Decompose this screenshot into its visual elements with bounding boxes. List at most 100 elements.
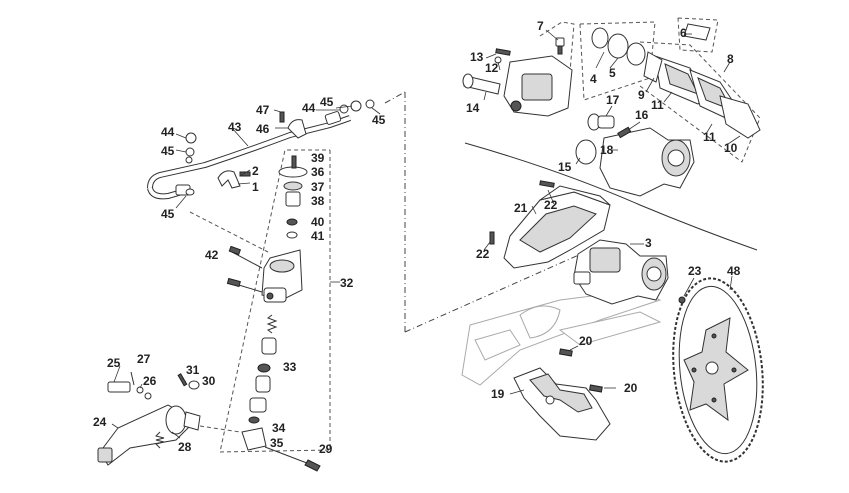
reservoir-body bbox=[285, 191, 301, 207]
part-number-32: 32 bbox=[340, 276, 354, 290]
part-number-18: 18 bbox=[600, 143, 614, 157]
part-number-4: 4 bbox=[590, 72, 597, 86]
shim bbox=[719, 95, 761, 139]
piston bbox=[255, 375, 271, 393]
part-number-12: 12 bbox=[485, 61, 499, 75]
washer-lower-b bbox=[185, 188, 195, 196]
group-32-box bbox=[219, 149, 331, 453]
part-number-29: 29 bbox=[319, 442, 333, 456]
hose-fitting-upper bbox=[324, 111, 342, 125]
cap-screw bbox=[291, 155, 297, 169]
part-number-36: 36 bbox=[311, 165, 325, 179]
part-number-22-upper: 22 bbox=[544, 198, 558, 212]
part-number-23: 23 bbox=[688, 264, 702, 278]
part-number-11-upper: 11 bbox=[651, 98, 664, 112]
brake-pedal-assembly bbox=[97, 365, 241, 466]
mount-bolt-upper bbox=[228, 245, 242, 256]
piston-seal-b bbox=[626, 42, 646, 66]
part-number-1: 1 bbox=[252, 180, 259, 194]
part-number-labels: 1 2 3 4 5 6 7 8 9 10 11 11 12 13 14 15 1… bbox=[93, 19, 741, 456]
secondary-cup bbox=[257, 363, 271, 373]
caliper-assembly bbox=[483, 180, 669, 305]
clip bbox=[188, 380, 200, 390]
disc-guard-plate bbox=[513, 367, 611, 441]
pad-pin bbox=[643, 51, 663, 83]
part-number-43: 43 bbox=[228, 120, 242, 134]
part-number-46: 46 bbox=[256, 122, 270, 136]
boot bbox=[249, 397, 267, 413]
part-number-30: 30 bbox=[202, 374, 216, 388]
caliper-kit-bracket-line bbox=[464, 142, 758, 251]
bracket-bolt-upper bbox=[539, 180, 555, 188]
washer bbox=[286, 231, 298, 239]
master-cylinder-group bbox=[219, 149, 340, 472]
pushrod-nut bbox=[248, 416, 260, 424]
pivot-bolt bbox=[107, 381, 131, 393]
part-number-10: 10 bbox=[724, 141, 738, 155]
part-number-34: 34 bbox=[272, 421, 286, 435]
bolt-lower-banjo bbox=[185, 132, 197, 144]
guard-bolt-upper bbox=[558, 348, 573, 357]
part-number-21: 21 bbox=[514, 201, 528, 215]
part-number-2: 2 bbox=[252, 164, 259, 178]
part-number-7: 7 bbox=[537, 19, 544, 33]
mount-bolt-lower bbox=[226, 277, 241, 288]
part-number-9: 9 bbox=[638, 88, 645, 102]
part-number-37: 37 bbox=[311, 180, 325, 194]
return-spring bbox=[155, 431, 165, 449]
piston-a bbox=[591, 27, 609, 49]
part-number-39: 39 bbox=[311, 151, 325, 165]
piston-spring bbox=[266, 314, 278, 334]
part-number-40: 40 bbox=[311, 215, 325, 229]
part-number-27: 27 bbox=[137, 352, 151, 366]
part-number-17: 17 bbox=[606, 93, 620, 107]
part-number-24: 24 bbox=[93, 415, 107, 429]
cap-diaphragm bbox=[283, 181, 303, 191]
part-number-3: 3 bbox=[645, 236, 652, 250]
spring-pin bbox=[177, 373, 188, 387]
part-number-6: 6 bbox=[680, 26, 687, 40]
part-number-41: 41 bbox=[311, 229, 325, 243]
caliper-kit bbox=[462, 17, 761, 197]
part-number-8: 8 bbox=[727, 52, 734, 66]
part-number-45-right-lower: 45 bbox=[372, 113, 386, 127]
brake-hose bbox=[147, 99, 381, 253]
part-number-20-upper: 20 bbox=[579, 334, 593, 348]
part-number-44-right: 44 bbox=[302, 101, 316, 115]
primary-cup bbox=[261, 337, 277, 355]
clamp-screw bbox=[239, 171, 251, 177]
spring-group-box bbox=[677, 17, 719, 53]
part-number-45-left-upper: 45 bbox=[161, 144, 175, 158]
part-number-15: 15 bbox=[558, 160, 572, 174]
banjo-bolt bbox=[350, 100, 362, 112]
swingarm-outline bbox=[461, 289, 662, 386]
guard-bolt-lower bbox=[588, 384, 603, 393]
part-number-45-right-upper: 45 bbox=[320, 95, 334, 109]
piston-seal-a bbox=[607, 33, 629, 59]
washer-lower-a bbox=[185, 147, 195, 157]
part-number-38: 38 bbox=[311, 194, 325, 208]
part-number-28: 28 bbox=[178, 440, 192, 454]
part-number-48: 48 bbox=[727, 264, 741, 278]
part-number-31: 31 bbox=[186, 363, 200, 377]
pedal-pivot bbox=[165, 405, 187, 435]
brake-disc bbox=[672, 275, 764, 463]
part-number-47: 47 bbox=[256, 103, 270, 117]
part-number-11-lower: 11 bbox=[703, 130, 716, 144]
connection-lines bbox=[384, 91, 758, 333]
banjo-washer-a bbox=[339, 104, 349, 114]
banjo-washer-b bbox=[365, 99, 375, 109]
pin-bolt bbox=[495, 48, 511, 56]
pad-spring bbox=[683, 23, 711, 41]
part-number-44-left: 44 bbox=[161, 125, 175, 139]
part-number-20-lower: 20 bbox=[624, 381, 638, 395]
hose-guide bbox=[287, 119, 307, 139]
bracket-bolt-lower bbox=[489, 231, 495, 245]
part-number-16: 16 bbox=[635, 108, 649, 122]
hose-to-caliper-dashline bbox=[384, 91, 406, 104]
part-number-22-lower: 22 bbox=[476, 247, 490, 261]
part-number-26: 26 bbox=[143, 374, 157, 388]
guide-screw bbox=[279, 111, 285, 123]
part-number-14: 14 bbox=[466, 101, 480, 115]
